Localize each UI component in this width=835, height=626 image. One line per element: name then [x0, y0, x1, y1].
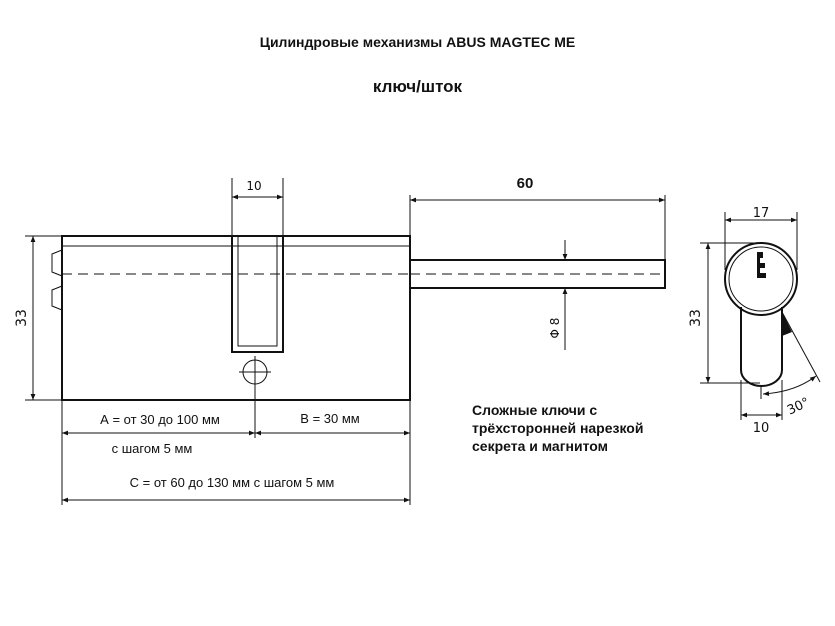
note-line: секрета и магнитом — [472, 438, 609, 454]
rod — [409, 259, 666, 289]
dimension-rod-diameter: Φ 8 — [548, 240, 568, 350]
diagram-subtitle: ключ/шток — [372, 77, 463, 96]
diagram-title: Цилиндровые механизмы ABUS MAGTEC ME — [259, 34, 576, 50]
cylinder-body — [51, 235, 411, 401]
cylinder-profile: 17 33 10 30° — [688, 206, 821, 436]
svg-text:А = от 30 до 100 мм: А = от 30 до 100 мм — [100, 412, 220, 427]
dimension-cam-width: 10 — [231, 178, 284, 236]
key-features-note: Сложные ключи с трёхсторонней нарезкой с… — [472, 401, 643, 455]
svg-text:10: 10 — [246, 179, 261, 193]
svg-text:30°: 30° — [785, 395, 812, 418]
svg-text:17: 17 — [753, 206, 770, 221]
svg-text:33: 33 — [688, 309, 704, 327]
dimension-rod-length: 60 — [409, 175, 666, 260]
key-slot-icon — [757, 252, 766, 278]
svg-text:В = 30 мм: В = 30 мм — [300, 411, 359, 426]
dimension-height: 33 — [14, 235, 62, 401]
svg-text:10: 10 — [753, 421, 770, 436]
note-line: трёхсторонней нарезкой — [472, 420, 644, 436]
svg-text:33: 33 — [14, 309, 30, 327]
svg-text:С = от 60 до 130 мм с шагом 5: С = от 60 до 130 мм с шагом 5 мм — [130, 475, 335, 490]
svg-text:60: 60 — [517, 175, 534, 192]
svg-text:с шагом 5 мм: с шагом 5 мм — [112, 441, 193, 456]
dimension-abc: А = от 30 до 100 мм В = 30 мм с шагом 5 … — [61, 384, 411, 505]
svg-text:Φ 8: Φ 8 — [548, 318, 562, 339]
note-line: Сложные ключи с — [472, 402, 598, 418]
